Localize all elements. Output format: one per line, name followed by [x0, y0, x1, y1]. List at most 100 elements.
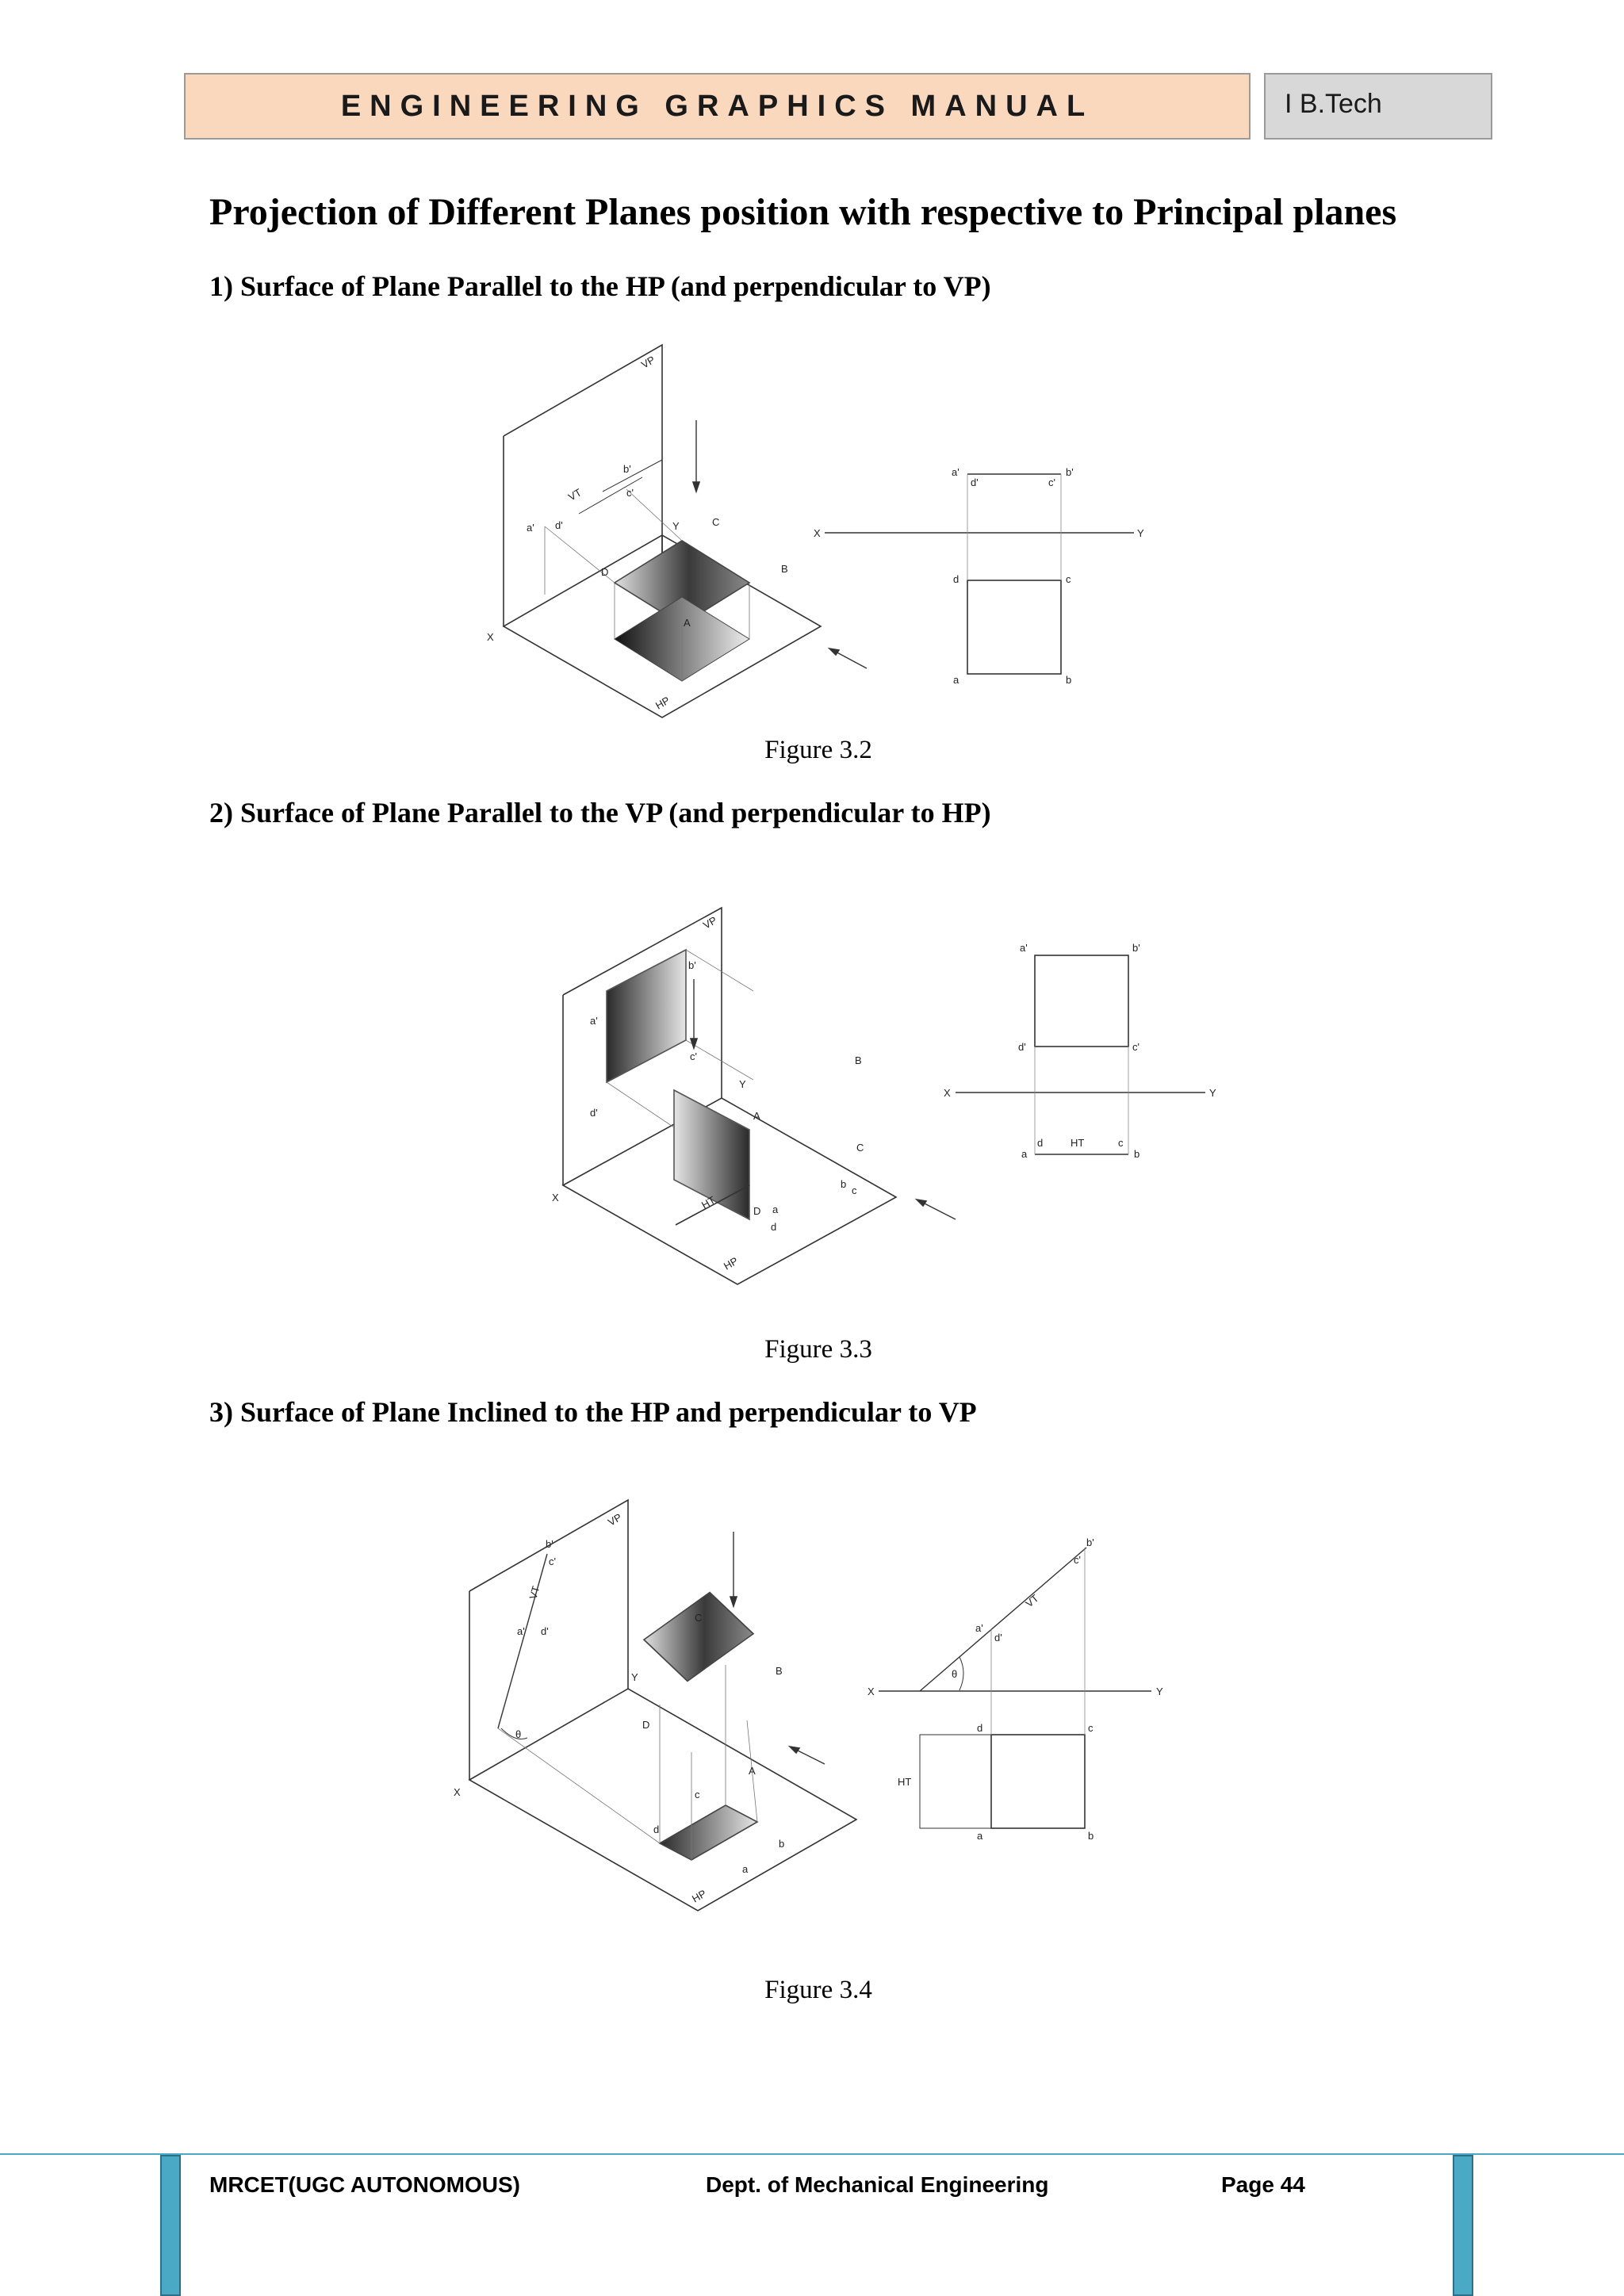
orthographic-view: [956, 955, 1205, 1155]
label-D: D: [601, 566, 608, 578]
label-D: D: [642, 1719, 649, 1731]
elev-c1: c': [1132, 1041, 1139, 1053]
figure-3-2-caption: Figure 3.2: [764, 736, 872, 764]
label-d: d: [653, 1823, 659, 1835]
x-label: X: [487, 631, 494, 643]
elev-c1: c': [1074, 1554, 1081, 1566]
label-d1: d': [541, 1625, 549, 1637]
label-B: B: [855, 1054, 862, 1066]
plan-a: a: [977, 1830, 983, 1842]
plan-a: a: [1021, 1148, 1028, 1160]
xy-x-label: X: [868, 1686, 875, 1697]
label-c1: c': [626, 487, 634, 499]
label-b1: b': [546, 1538, 553, 1550]
plan-d: d: [1037, 1137, 1043, 1149]
label-d1: d': [555, 519, 563, 531]
top-c1: c': [1048, 476, 1055, 488]
label-a1: a': [517, 1625, 525, 1637]
figure-3-2-drawing: VP HP VT X Y a' d' b' c' C B D A X Y a' …: [487, 343, 1144, 718]
xy-y-label: Y: [1156, 1686, 1163, 1697]
y-label: Y: [631, 1671, 638, 1683]
xy-y-label: Y: [1137, 527, 1144, 539]
label-C: C: [856, 1142, 864, 1154]
label-A: A: [684, 617, 691, 629]
header-course: I B.Tech: [1264, 73, 1492, 140]
x-label: X: [552, 1192, 559, 1203]
plan-d: d: [977, 1722, 982, 1734]
plan-d: d: [953, 573, 959, 585]
footer-left-bar: [160, 2155, 181, 2296]
elev-a1: a': [1020, 942, 1028, 954]
xy-y-label: Y: [1209, 1087, 1216, 1099]
elev-a1: a': [975, 1622, 983, 1634]
pictorial-view: [561, 906, 956, 1285]
plan-b: b: [1134, 1148, 1139, 1160]
vp-label: VP: [606, 1511, 624, 1529]
figure-3-3-drawing: VP HP HT X Y a' b' c' d' B A C D a d b c…: [552, 906, 1216, 1285]
label-a1: a': [527, 522, 534, 534]
plan-c: c: [1088, 1722, 1094, 1734]
hp-label: HP: [722, 1255, 740, 1272]
section-3-heading: 3) Surface of Plane Inclined to the HP a…: [209, 1396, 977, 1428]
plan-c: c: [1066, 573, 1071, 585]
footer-page-number: Page 44: [1221, 2172, 1305, 2197]
label-a: a: [742, 1863, 749, 1875]
elev-b1: b': [1086, 1536, 1094, 1548]
top-a1: a': [952, 466, 959, 478]
figure-3-4-caption: Figure 3.4: [764, 1976, 872, 2004]
label-B: B: [776, 1665, 783, 1677]
label-c: c: [695, 1789, 700, 1800]
elev-vt: VT: [1023, 1592, 1040, 1609]
xy-x-label: X: [814, 527, 821, 539]
label-B: B: [781, 563, 788, 575]
section-2-heading: 2) Surface of Plane Parallel to the VP (…: [209, 797, 991, 828]
label-d: d: [771, 1221, 776, 1233]
pictorial-view: [502, 343, 868, 718]
pictorial-view: [468, 1498, 858, 1911]
elev-b1: b': [1132, 942, 1140, 954]
orthographic-view: [879, 1547, 1151, 1829]
x-label: X: [454, 1786, 461, 1798]
elev-d1: d': [994, 1632, 1002, 1644]
plan-b: b: [1066, 674, 1071, 686]
label-c1: c': [690, 1050, 697, 1062]
label-C: C: [695, 1612, 702, 1624]
plan-c: c: [1118, 1137, 1124, 1149]
vt-label: VT: [566, 486, 584, 503]
y-label: Y: [672, 520, 680, 532]
label-b: b: [841, 1178, 846, 1190]
plan-ht: HT: [898, 1776, 911, 1788]
label-a1: a': [590, 1015, 598, 1027]
label-d1: d': [590, 1107, 598, 1119]
section-1-heading: 1) Surface of Plane Parallel to the HP (…: [209, 270, 991, 302]
theta-label: θ: [515, 1728, 521, 1740]
label-C: C: [712, 516, 719, 528]
label-D: D: [753, 1205, 760, 1217]
header-title: ENGINEERING GRAPHICS MANUAL: [184, 73, 1251, 140]
plan-b: b: [1088, 1830, 1094, 1842]
figure-3-3-caption: Figure 3.3: [764, 1335, 872, 1364]
vp-label: VP: [701, 914, 719, 932]
footer-institution: MRCET(UGC AUTONOMOUS): [209, 2172, 520, 2197]
plan-a: a: [953, 674, 959, 686]
xy-x-label: X: [944, 1087, 951, 1099]
label-a: a: [772, 1203, 779, 1215]
footer-rule: [0, 2153, 1624, 2155]
footer-department: Dept. of Mechanical Engineering: [706, 2172, 1049, 2197]
page-title: Projection of Different Planes position …: [209, 191, 1397, 233]
label-A: A: [749, 1765, 756, 1777]
vt-label: VT: [527, 1585, 542, 1601]
label-b: b: [779, 1838, 784, 1850]
elev-theta: θ: [952, 1668, 957, 1680]
label-A: A: [753, 1110, 760, 1122]
footer-right-bar: [1453, 2155, 1473, 2296]
hp-label: HP: [690, 1888, 708, 1905]
hp-label: HP: [653, 695, 672, 712]
label-b1: b': [623, 463, 631, 475]
label-c1: c': [549, 1556, 556, 1567]
label-c: c: [852, 1184, 857, 1196]
label-b1: b': [688, 959, 696, 971]
top-d1: d': [971, 476, 979, 488]
elev-d1: d': [1018, 1041, 1026, 1053]
plan-ht: HT: [1071, 1137, 1084, 1149]
